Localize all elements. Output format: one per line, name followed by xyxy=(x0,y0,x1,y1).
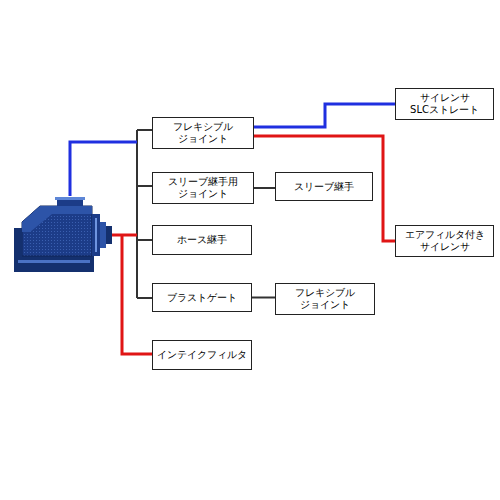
pipe-connector xyxy=(254,104,395,127)
process-box: スリーブ継手用 ジョイント xyxy=(152,172,254,204)
box-label: インテイクフィルタ xyxy=(157,349,247,361)
red-pipe xyxy=(122,235,152,354)
process-box: インテイクフィルタ xyxy=(152,340,252,370)
box-label: フレキシブル ジョイント xyxy=(156,121,250,145)
pipe-connector xyxy=(254,187,275,189)
process-box: サイレンサ SLCストレート xyxy=(395,88,494,120)
process-box: スリーブ継手 xyxy=(275,172,373,201)
box-label: スリーブ継手用 ジョイント xyxy=(156,176,250,200)
blue-pipe xyxy=(70,142,137,196)
blower xyxy=(14,197,112,272)
box-label: エアフィルタ付き サイレンサ xyxy=(399,229,490,253)
process-box: フレキシブル ジョイント xyxy=(275,283,375,315)
branch-lines xyxy=(137,130,152,298)
process-box: フレキシブル ジョイント xyxy=(152,117,254,149)
process-box: ブラストゲート xyxy=(152,283,252,312)
box-label: ホース継手 xyxy=(177,234,227,246)
process-box: エアフィルタ付き サイレンサ xyxy=(395,225,494,257)
box-label: ブラストゲート xyxy=(167,292,237,304)
box-label: サイレンサ SLCストレート xyxy=(399,92,490,116)
process-box: ホース継手 xyxy=(152,225,252,255)
pipe-connector xyxy=(252,297,275,299)
box-label: フレキシブル ジョイント xyxy=(279,287,371,311)
box-label: スリーブ継手 xyxy=(294,181,354,193)
pipe-connector xyxy=(254,136,395,241)
